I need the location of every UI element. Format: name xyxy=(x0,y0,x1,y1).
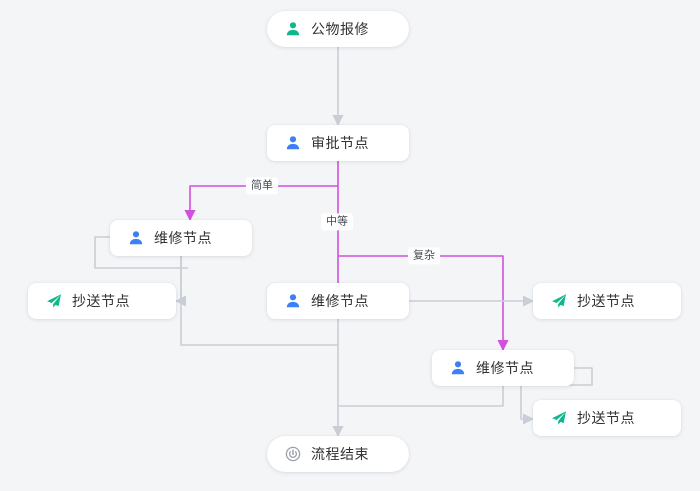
send-green-icon xyxy=(46,293,62,309)
user-blue-icon xyxy=(285,293,301,309)
node-repair2[interactable]: 维修节点 xyxy=(267,283,409,319)
node-label: 审批节点 xyxy=(311,135,369,151)
edge-label-medium: 中等 xyxy=(321,213,353,231)
user-green-icon xyxy=(285,21,301,37)
edge-paths xyxy=(94,47,593,438)
edge-repair1-loop[interactable] xyxy=(94,236,188,269)
node-repair1[interactable]: 维修节点 xyxy=(110,220,252,256)
edge-approve-to-repair3[interactable] xyxy=(338,255,509,352)
edge-approve-to-repair1[interactable] xyxy=(184,185,338,222)
send-green-icon xyxy=(551,410,567,426)
node-approve[interactable]: 审批节点 xyxy=(267,125,409,161)
edge-label-simple: 简单 xyxy=(246,177,278,195)
edge-repair3-to-end[interactable] xyxy=(338,386,504,407)
user-blue-icon xyxy=(450,360,466,376)
edge-repair1-to-end[interactable] xyxy=(180,256,338,346)
node-cc2[interactable]: 抄送节点 xyxy=(533,283,681,319)
power-gray-icon xyxy=(285,446,301,462)
user-blue-icon xyxy=(128,230,144,246)
node-repair3[interactable]: 维修节点 xyxy=(432,350,574,386)
edge-label-complex: 复杂 xyxy=(408,247,440,265)
node-start[interactable]: 公物报修 xyxy=(267,11,409,47)
node-label: 维修节点 xyxy=(476,360,534,376)
send-green-icon xyxy=(551,293,567,309)
node-label: 流程结束 xyxy=(311,446,369,462)
node-label: 抄送节点 xyxy=(577,293,635,309)
node-label: 维修节点 xyxy=(154,230,212,246)
user-blue-icon xyxy=(285,135,301,151)
node-label: 抄送节点 xyxy=(577,410,635,426)
node-cc1[interactable]: 抄送节点 xyxy=(28,283,176,319)
node-label: 公物报修 xyxy=(311,21,369,37)
node-end[interactable]: 流程结束 xyxy=(267,436,409,472)
node-cc3[interactable]: 抄送节点 xyxy=(533,400,681,436)
node-label: 抄送节点 xyxy=(72,293,130,309)
node-label: 维修节点 xyxy=(311,293,369,309)
